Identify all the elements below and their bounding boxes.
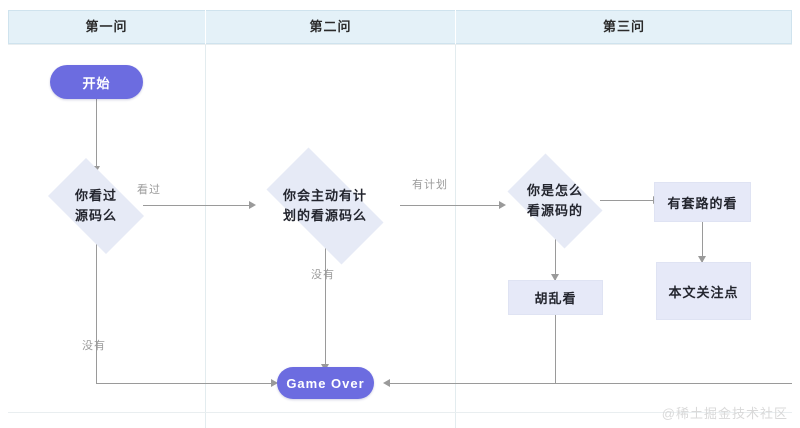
edge-q3-to-random-line <box>555 238 556 280</box>
edge-label-q2-yes: 有计划 <box>412 179 448 191</box>
lane-divider-2 <box>455 44 456 428</box>
node-start-label: 开始 <box>82 75 111 91</box>
horizontal-rule-top <box>8 44 792 45</box>
swimlane-header-band <box>8 10 792 44</box>
node-question-1-line-2: 源码么 <box>74 208 117 223</box>
node-focus-point-label: 本文关注点 <box>668 284 739 300</box>
lane-header-separator-2 <box>455 10 456 44</box>
node-routine-reading[interactable]: 有套路的看 <box>654 182 751 222</box>
watermark: @稀土掘金技术社区 <box>661 406 788 421</box>
edge-q1-no-horizontal <box>96 383 272 384</box>
edge-random-to-gameover-vertical <box>555 314 556 383</box>
edge-routine-to-focus-line <box>702 222 703 264</box>
node-question-2[interactable]: 你会主动有计 划的看源码么 <box>250 147 400 265</box>
node-question-3[interactable]: 你是怎么 看源码的 <box>498 153 612 249</box>
edge-q2-no-vertical <box>325 243 326 366</box>
lane-title-third-question: 第三问 <box>602 19 645 34</box>
node-question-3-line-2: 看源码的 <box>526 203 583 218</box>
node-question-1-label: 你看过 源码么 <box>38 168 154 244</box>
edge-q1-to-q2-arrow <box>249 201 256 209</box>
lane-divider-1 <box>205 44 206 428</box>
edge-gameover-right-tail <box>556 383 792 384</box>
edge-routine-to-focus-arrow <box>698 256 706 263</box>
edge-start-to-q1-line <box>96 98 97 168</box>
edge-q3-to-random-arrow <box>551 274 559 281</box>
lane-title-first-question: 第一问 <box>85 19 128 34</box>
edge-q2-to-q3-arrow <box>499 201 506 209</box>
edge-q1-no-arrow <box>271 379 278 387</box>
node-question-3-line-1: 你是怎么 <box>526 183 583 198</box>
edge-label-q1-yes: 看过 <box>137 184 161 196</box>
node-question-3-label: 你是怎么 看源码的 <box>498 163 612 239</box>
node-random-reading-label: 胡乱看 <box>534 291 577 306</box>
node-random-reading[interactable]: 胡乱看 <box>508 280 603 315</box>
edge-label-q1-no: 没有 <box>82 340 106 352</box>
node-question-2-label: 你会主动有计 划的看源码么 <box>250 164 400 248</box>
node-question-2-line-1: 你会主动有计 <box>282 188 367 203</box>
node-question-1[interactable]: 你看过 源码么 <box>38 158 154 254</box>
edge-label-q2-no: 没有 <box>311 269 335 281</box>
edge-random-to-gameover-horizontal <box>389 383 556 384</box>
node-question-1-line-1: 你看过 <box>74 188 117 203</box>
node-game-over-label: Game Over <box>286 375 365 391</box>
edge-q1-to-q2-line <box>143 205 250 206</box>
lane-header-separator-1 <box>205 10 206 44</box>
horizontal-rule-bottom <box>8 412 792 413</box>
edge-random-to-gameover-arrow <box>383 379 390 387</box>
lane-title-second-question: 第二问 <box>309 19 352 34</box>
node-game-over[interactable]: Game Over <box>277 367 374 399</box>
edge-q3-to-routine-line <box>600 200 654 201</box>
node-focus-point[interactable]: 本文关注点 <box>656 262 751 320</box>
node-start[interactable]: 开始 <box>50 65 143 99</box>
node-question-2-line-2: 划的看源码么 <box>282 208 367 223</box>
node-routine-reading-label: 有套路的看 <box>667 195 738 211</box>
edge-q1-no-vertical <box>96 243 97 383</box>
edge-q2-to-q3-line <box>400 205 500 206</box>
